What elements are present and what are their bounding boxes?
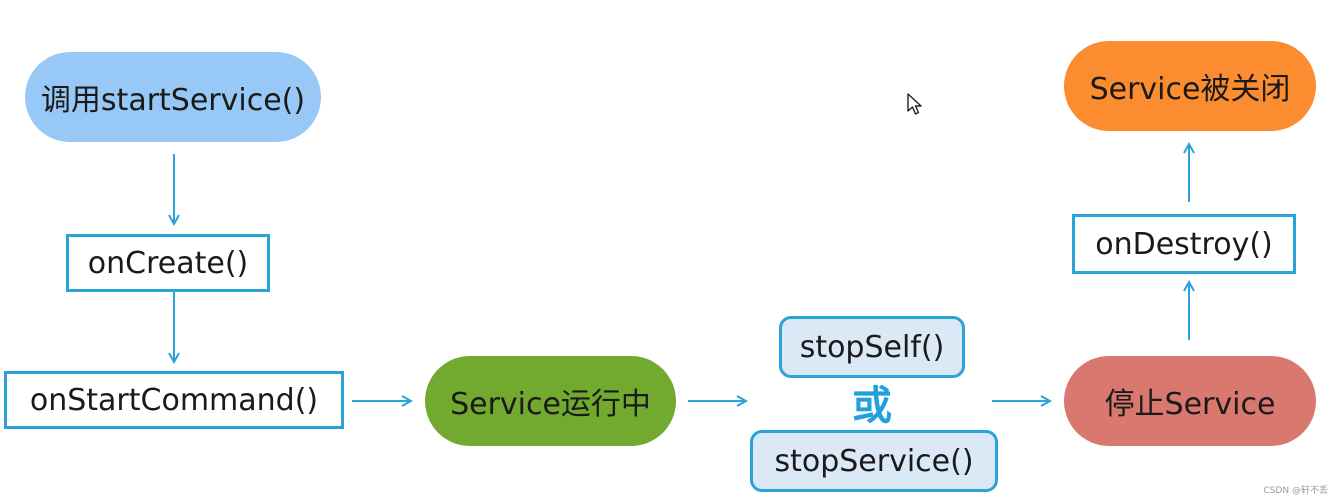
node-on-start-command-label: onStartCommand(): [29, 382, 319, 418]
mouse-pointer-icon: [907, 93, 922, 115]
node-start-service: 调用startService(): [25, 52, 321, 142]
node-on-destroy: onDestroy(): [1072, 214, 1296, 274]
node-stop-service-call-label: stopService(): [774, 443, 974, 479]
node-on-destroy-label: onDestroy(): [1095, 226, 1273, 262]
watermark: CSDN @轩不丢: [1263, 486, 1328, 496]
node-stopped: 停止Service: [1064, 356, 1316, 446]
node-on-create-label: onCreate(): [87, 245, 249, 281]
node-service-closed: Service被关闭: [1064, 41, 1316, 131]
node-stopped-label: 停止Service: [1104, 387, 1276, 422]
node-stop-service-call: stopService(): [750, 430, 998, 492]
or-label-text: 或: [852, 383, 892, 429]
node-stop-self: stopSelf(): [779, 316, 965, 378]
node-service-closed-label: Service被关闭: [1089, 72, 1291, 107]
node-service-running-label: Service运行中: [450, 387, 651, 422]
node-on-create: onCreate(): [66, 234, 270, 292]
node-service-running: Service运行中: [425, 356, 676, 446]
or-label: 或: [842, 376, 902, 429]
node-stop-self-label: stopSelf(): [799, 329, 945, 365]
node-start-service-label: 调用startService(): [40, 83, 306, 118]
node-on-start-command: onStartCommand(): [4, 371, 344, 429]
